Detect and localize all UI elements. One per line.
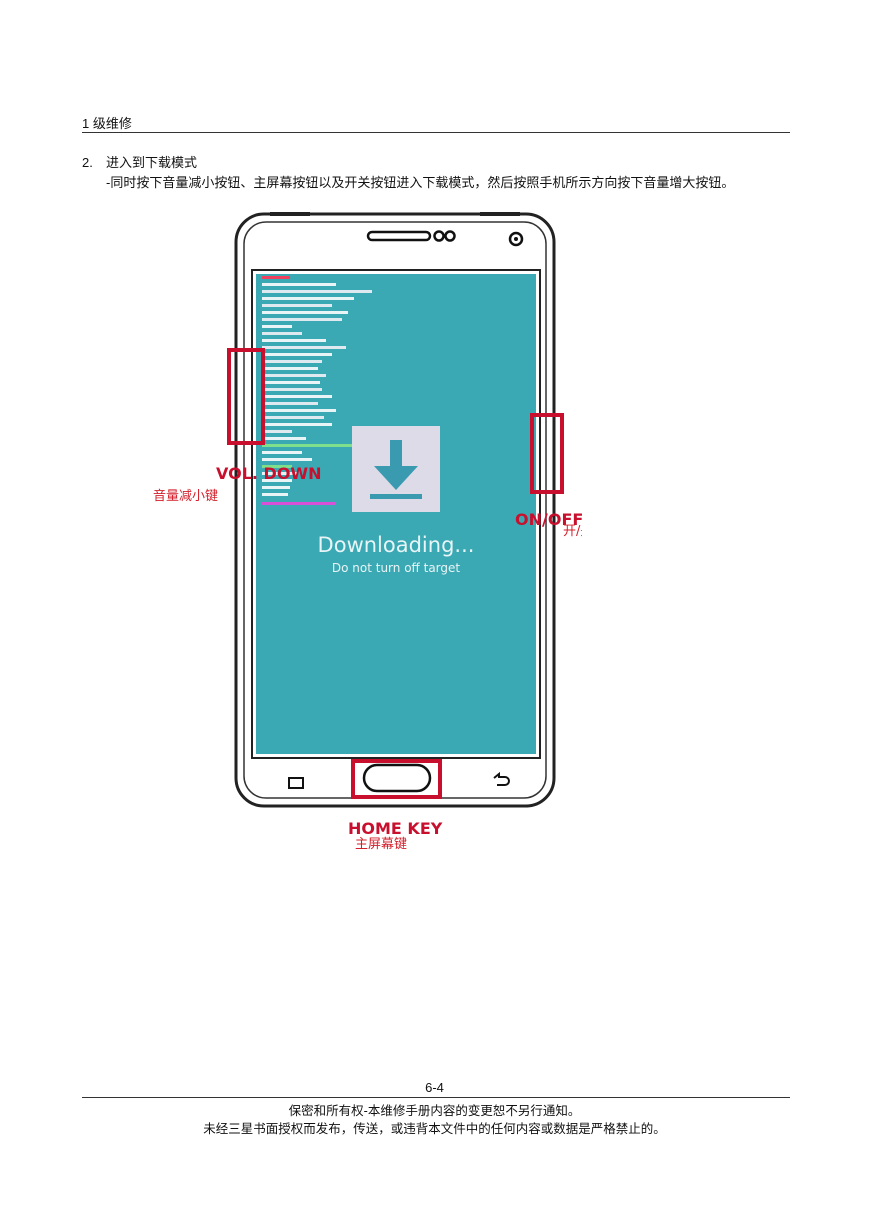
- debug-text-lines: [262, 276, 422, 505]
- on-off-cn-label: 开/关键: [563, 524, 582, 539]
- vol-down-cn-label: 音量减小键: [153, 489, 219, 504]
- recent-apps-icon: [288, 777, 304, 789]
- home-key-highlight: [351, 759, 442, 799]
- phone-diagram-svg: Downloading... Do not turn off target VO…: [216, 212, 606, 852]
- screen-subtitle: Do not turn off target: [332, 561, 461, 575]
- step-description: -同时按下音量减小按钮、主屏幕按钮以及开关按钮进入下载模式，然后按照手机所示方向…: [106, 175, 735, 190]
- footer-notice-1: 保密和所有权-本维修手册内容的变更恕不另行通知。: [288, 1104, 581, 1118]
- sensor-icon: [433, 230, 445, 242]
- sensor-icon-2: [444, 230, 456, 242]
- front-camera-icon: [508, 231, 524, 247]
- home-key-label: HOME KEY: [348, 819, 443, 838]
- on-off-highlight: [530, 413, 564, 494]
- front-camera-lens: [514, 237, 518, 241]
- page-number: 6-4: [425, 1080, 444, 1095]
- phone-illustration: Downloading... Do not turn off target VO…: [210, 208, 606, 858]
- vol-down-label: VOL. DOWN: [216, 464, 321, 483]
- vol-down-highlight: [227, 348, 265, 445]
- download-arrow-icon: [370, 440, 422, 499]
- earpiece-speaker: [366, 230, 432, 242]
- step-number: 2.: [82, 155, 93, 170]
- back-icon: [493, 771, 510, 786]
- header-rule: [82, 132, 790, 133]
- on-off-label: ON/OFF: [515, 510, 582, 529]
- step-heading: 2. 进入到下载模式: [82, 153, 197, 172]
- footer-rule: [82, 1097, 790, 1098]
- step-title: 进入到下载模式: [106, 155, 198, 170]
- footer-notice-2: 未经三星书面授权而发布，传送，或违背本文件中的任何内容或数据是严格禁止的。: [203, 1122, 666, 1136]
- home-button: [362, 763, 432, 793]
- section-header: 1 级维修: [82, 116, 132, 131]
- home-key-cn-label: 主屏幕键: [355, 837, 407, 852]
- screen-title: Downloading...: [318, 533, 475, 557]
